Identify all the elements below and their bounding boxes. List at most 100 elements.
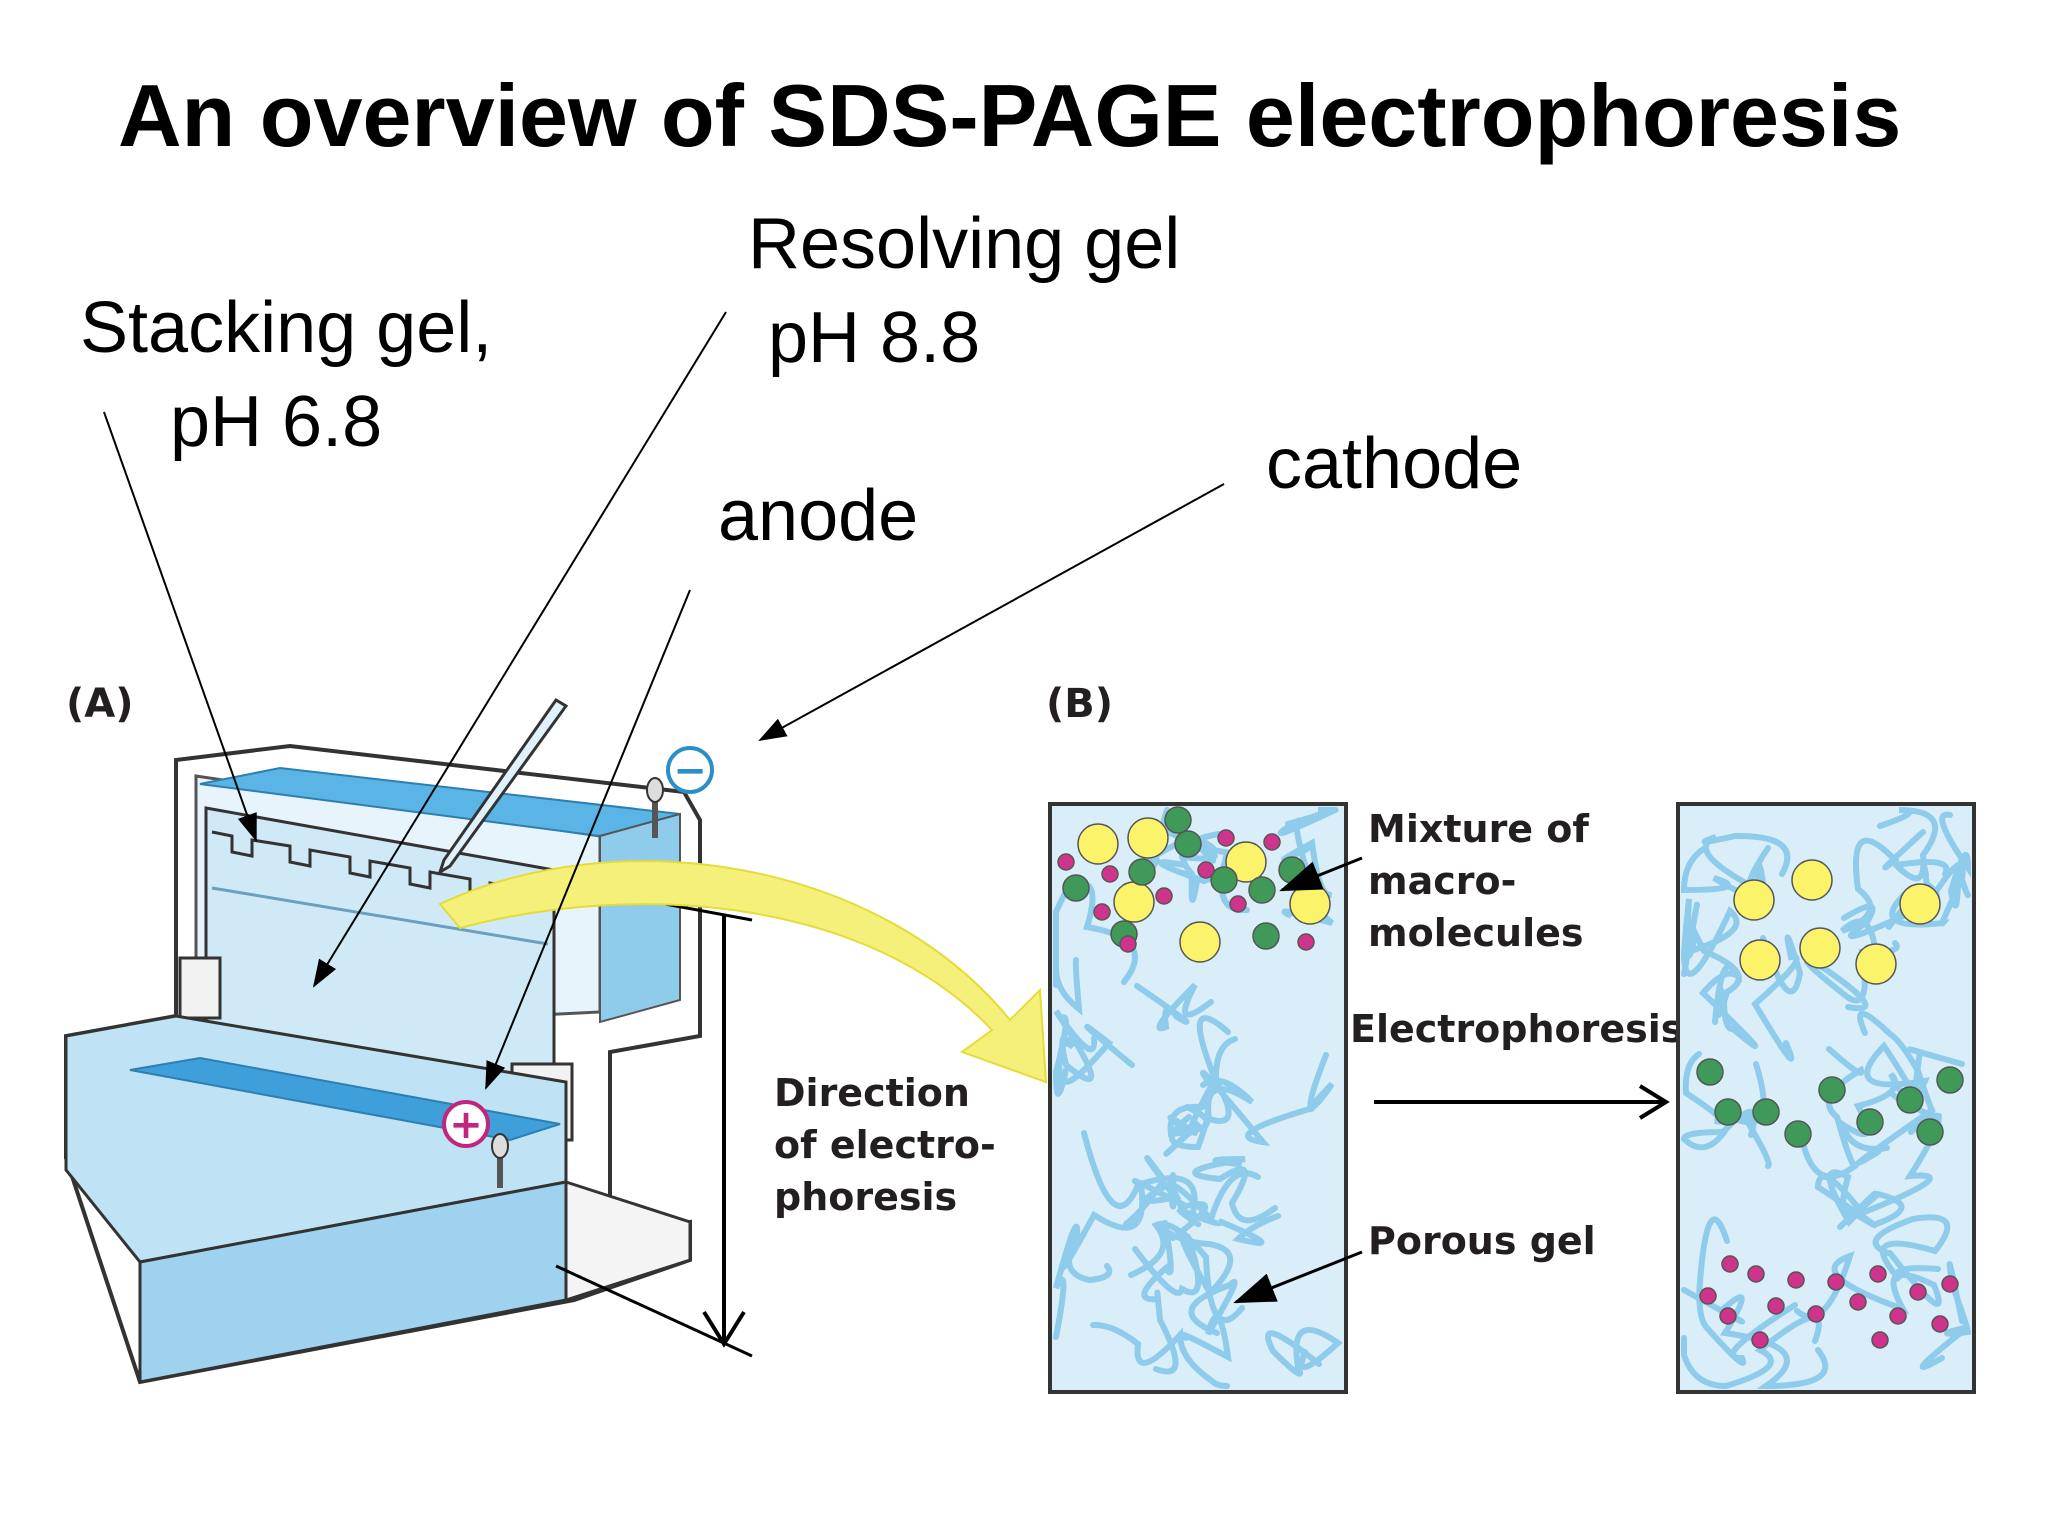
gel-fiber — [1081, 1130, 1198, 1227]
mixture-label-1: Mixture of — [1368, 807, 1589, 851]
gel-fiber — [1839, 829, 1926, 961]
magenta-molecule — [1093, 903, 1111, 921]
magenta-molecule — [1263, 833, 1281, 851]
green-molecule — [1210, 866, 1238, 894]
minus-symbol: − — [673, 748, 707, 794]
resolving-gel-ph-label: pH 8.8 — [768, 298, 981, 378]
yellow-molecule — [1077, 823, 1119, 865]
panel-a-label: (A) — [66, 681, 134, 727]
stacking-gel-ph-label: pH 6.8 — [170, 382, 383, 462]
green-molecule — [1696, 1058, 1724, 1086]
cathode-post — [646, 777, 664, 838]
minus-electrode-icon: − — [666, 746, 714, 794]
yellow-molecule — [1289, 883, 1331, 925]
gel-fiber — [1680, 898, 1740, 977]
green-molecule — [1818, 1076, 1846, 1104]
magenta-molecule — [1155, 887, 1173, 905]
magenta-molecule — [1101, 865, 1119, 883]
pipette-icon — [437, 697, 569, 876]
magenta-molecule — [1197, 861, 1215, 879]
tank-base — [564, 1179, 692, 1303]
magenta-molecule — [1931, 1315, 1949, 1333]
gel-fiber — [1134, 982, 1214, 1032]
anode-label: anode — [718, 476, 919, 556]
magenta-molecule — [1057, 853, 1075, 871]
green-molecule — [1252, 922, 1280, 950]
magenta-molecule — [1721, 1255, 1739, 1273]
magenta-molecule — [1229, 895, 1247, 913]
mixture-label-3: molecules — [1368, 911, 1584, 955]
direction-label-1: Direction — [774, 1071, 970, 1115]
gel-fiber — [1158, 1225, 1245, 1324]
slide-title: An overview of SDS-PAGE electrophoresis — [118, 66, 1902, 165]
panel-b-label: (B) — [1046, 681, 1114, 727]
magenta-molecule — [1827, 1273, 1845, 1291]
green-molecule — [1784, 1120, 1812, 1148]
magenta-molecule — [1807, 1305, 1825, 1323]
mixture-arrow — [1279, 856, 1363, 892]
gel-fiber — [1167, 1102, 1211, 1151]
green-molecule — [1164, 806, 1192, 834]
magenta-molecule — [1699, 1287, 1717, 1305]
gel-fiber — [1681, 1287, 1829, 1390]
yellow-molecule — [1733, 879, 1775, 921]
gel-fiber — [1053, 946, 1083, 1016]
upper-buffer-side — [599, 812, 681, 1024]
cathode-leader — [758, 483, 1225, 741]
resolving-gel-label: Resolving gel — [748, 204, 1181, 284]
electrophoresis-label: Electrophoresis — [1350, 1007, 1684, 1051]
magenta-molecule — [1747, 1265, 1765, 1283]
yellow-molecule — [1127, 817, 1169, 859]
yellow-molecule — [1791, 859, 1833, 901]
yellow-molecule — [1899, 883, 1941, 925]
anode-leader — [485, 589, 691, 1090]
gel-fiber — [1696, 1216, 1798, 1366]
gel-fiber — [1877, 807, 1950, 882]
plus-electrode-icon: + — [442, 1100, 490, 1148]
mixture-label-2: macro- — [1368, 859, 1517, 903]
magenta-molecule — [1751, 1331, 1769, 1349]
left-clamp — [178, 956, 222, 1020]
porous-gel-arrow — [1233, 1250, 1363, 1304]
gel-fiber — [1681, 901, 1742, 1018]
gel-fiber — [1141, 1220, 1179, 1375]
magenta-molecule — [1849, 1293, 1867, 1311]
green-molecule — [1856, 1108, 1884, 1136]
yellow-transfer-arrow — [438, 860, 1048, 1084]
gel-fiber — [1163, 1036, 1238, 1157]
green-molecule — [1248, 876, 1276, 904]
gel-fiber — [1682, 1051, 1772, 1169]
direction-arrow-head — [702, 1310, 746, 1348]
magenta-molecule — [1787, 1271, 1805, 1289]
green-molecule — [1752, 1098, 1780, 1126]
yellow-molecule — [1179, 921, 1221, 963]
gel-fiber — [1872, 1214, 1951, 1283]
direction-bottom-tick — [555, 1264, 753, 1358]
resolving-gel-leader — [312, 311, 727, 988]
gel-fiber — [1179, 1278, 1238, 1363]
gel-fiber — [1680, 1314, 1822, 1390]
gel-boundary — [211, 886, 549, 946]
yellow-molecule — [1739, 939, 1781, 981]
plus-symbol: + — [449, 1102, 483, 1148]
stacking-gel-leader — [103, 411, 257, 842]
yellow-molecule — [1113, 881, 1155, 923]
green-molecule — [1278, 856, 1306, 884]
direction-label-2: of electro- — [774, 1123, 996, 1167]
magenta-molecule — [1297, 933, 1315, 951]
green-molecule — [1936, 1066, 1964, 1094]
molecules-before — [1057, 806, 1331, 963]
direction-label-3: phoresis — [774, 1175, 958, 1219]
apparatus: − + — [64, 697, 753, 1385]
magenta-molecule — [1889, 1307, 1907, 1325]
gel-fiber — [1196, 1015, 1255, 1124]
green-molecule — [1128, 858, 1156, 886]
yellow-molecule — [1799, 927, 1841, 969]
yellow-molecule — [1225, 841, 1267, 883]
porous-gel-label: Porous gel — [1368, 1219, 1596, 1263]
magenta-molecule — [1869, 1265, 1887, 1283]
magenta-molecule — [1217, 829, 1235, 847]
magenta-molecule — [1871, 1331, 1889, 1349]
molecules-after — [1696, 859, 1964, 1349]
